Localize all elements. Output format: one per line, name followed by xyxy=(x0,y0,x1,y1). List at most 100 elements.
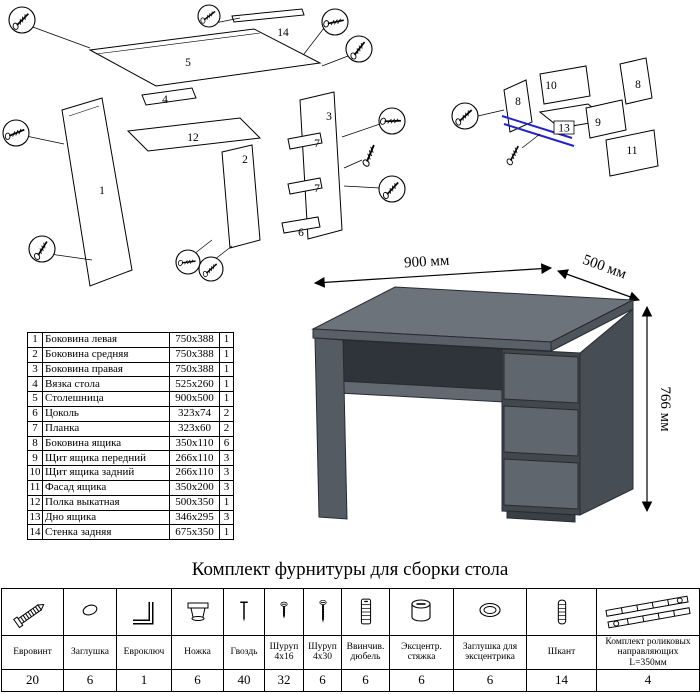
part-label-3: 3 xyxy=(326,111,332,123)
desk-left-panel xyxy=(314,337,348,520)
part-label-7b: 7 xyxy=(314,183,320,195)
part-qty: 3 xyxy=(219,509,234,526)
hardware-qty-row: 20 6 1 6 40 32 6 6 6 6 14 4 xyxy=(1,668,700,692)
hardware-label: Комплект роликовых направляющих L=350мм xyxy=(596,635,700,670)
part-name: Вязка стола xyxy=(42,376,170,393)
part-number: 6 xyxy=(27,405,43,422)
part-7-plank-b xyxy=(287,177,323,195)
hexkey-icon xyxy=(133,602,154,625)
part-size: 675x350 xyxy=(169,524,220,541)
part-qty: 2 xyxy=(219,405,234,422)
part-name: Фасад ящика xyxy=(42,479,170,496)
part-label-6: 6 xyxy=(298,227,304,239)
part-name: Боковина ящика xyxy=(42,435,170,452)
hardware-label: Евроключ xyxy=(116,635,172,670)
screw-4x30-icon xyxy=(318,599,327,623)
desk-dimension-drawing: 900 мм 500 мм 766 мм xyxy=(311,252,673,523)
part-9-drawer-front xyxy=(585,99,627,139)
part-number: 10 xyxy=(27,465,43,481)
part-number: 2 xyxy=(27,346,43,363)
hardware-label-row: Евровинт Заглушка Евроключ Ножка Гвоздь … xyxy=(1,635,700,670)
euroscrew-icon xyxy=(12,603,44,629)
leg-icon xyxy=(187,602,208,621)
part-qty: 3 xyxy=(219,450,234,467)
hardware-qty: 14 xyxy=(526,668,597,692)
hardware-qty: 20 xyxy=(1,668,64,692)
part-size: 750x388 xyxy=(169,361,220,378)
part-size: 346x295 xyxy=(169,509,220,526)
hardware-qty: 6 xyxy=(389,668,454,692)
part-8-drawer-side-right xyxy=(619,57,653,105)
part-label-10: 10 xyxy=(545,80,557,92)
width-dimension-label: 900 мм xyxy=(404,253,451,272)
part-size: 266x110 xyxy=(169,465,220,481)
hardware-qty: 6 xyxy=(171,668,224,692)
part-label-14: 14 xyxy=(277,27,289,39)
part-number: 12 xyxy=(27,494,43,511)
hardware-label: Ножка xyxy=(171,635,224,670)
part-label-13-box xyxy=(553,120,575,135)
part-7-plank-a xyxy=(287,132,323,150)
part-number: 3 xyxy=(27,361,43,378)
depth-dimension-line xyxy=(556,269,641,302)
part-label-2: 2 xyxy=(242,154,248,166)
part-name: Щит ящика передний xyxy=(42,450,170,467)
part-name: Цоколь xyxy=(42,405,170,422)
part-12-rollout-shelf xyxy=(126,117,262,152)
hardware-label: Шуруп 4x30 xyxy=(303,635,342,670)
part-size: 323x74 xyxy=(169,405,220,422)
hardware-qty: 40 xyxy=(223,668,265,692)
part-label-11: 11 xyxy=(626,145,637,157)
part-qty: 1 xyxy=(219,346,234,363)
loose-screw-icon xyxy=(501,144,526,167)
part-qty: 1 xyxy=(219,524,234,541)
part-qty: 1 xyxy=(219,494,234,511)
drawer-front-1 xyxy=(503,352,579,404)
part-label-13: 13 xyxy=(558,123,570,135)
hardware-label: Эксцентр. стяжка xyxy=(389,635,454,670)
height-dimension-label: 766 мм xyxy=(657,386,673,432)
hardware-qty: 6 xyxy=(453,668,527,692)
part-number: 13 xyxy=(27,509,43,526)
hardware-qty: 6 xyxy=(63,668,117,692)
part-14-back-wall xyxy=(231,8,305,23)
part-name: Стенка задняя xyxy=(42,524,170,541)
part-label-9: 9 xyxy=(595,117,601,129)
part-number: 4 xyxy=(27,376,43,393)
part-number: 5 xyxy=(27,391,43,407)
part-qty: 1 xyxy=(219,361,234,378)
part-qty: 3 xyxy=(219,465,234,481)
hardware-label: Шуруп 4x16 xyxy=(264,635,304,670)
screw-4x16-icon xyxy=(280,601,288,619)
part-3-right-side xyxy=(299,91,343,240)
part-name: Дно ящика xyxy=(42,509,170,526)
part-6-plinth xyxy=(281,216,321,234)
hardware-label: Заглушка для эксцентрика xyxy=(453,635,527,670)
part-number: 1 xyxy=(27,332,43,348)
hardware-label: Евровинт xyxy=(1,635,64,670)
part-number: 11 xyxy=(27,479,43,496)
hardware-label: Заглушка xyxy=(63,635,117,670)
drawer-front-2 xyxy=(503,405,579,457)
cam-lock-icon xyxy=(410,599,431,622)
width-dimension-line xyxy=(313,263,553,288)
nail-icon xyxy=(240,601,248,622)
part-1-left-side xyxy=(61,97,133,287)
part-size: 350x200 xyxy=(169,479,220,496)
part-number: 9 xyxy=(27,450,43,467)
part-name: Щит ящика задний xyxy=(42,465,170,481)
part-qty: 1 xyxy=(219,391,234,407)
part-name: Планка xyxy=(42,420,170,437)
part-name: Боковина правая xyxy=(42,361,170,378)
part-qty: 2 xyxy=(219,420,234,437)
